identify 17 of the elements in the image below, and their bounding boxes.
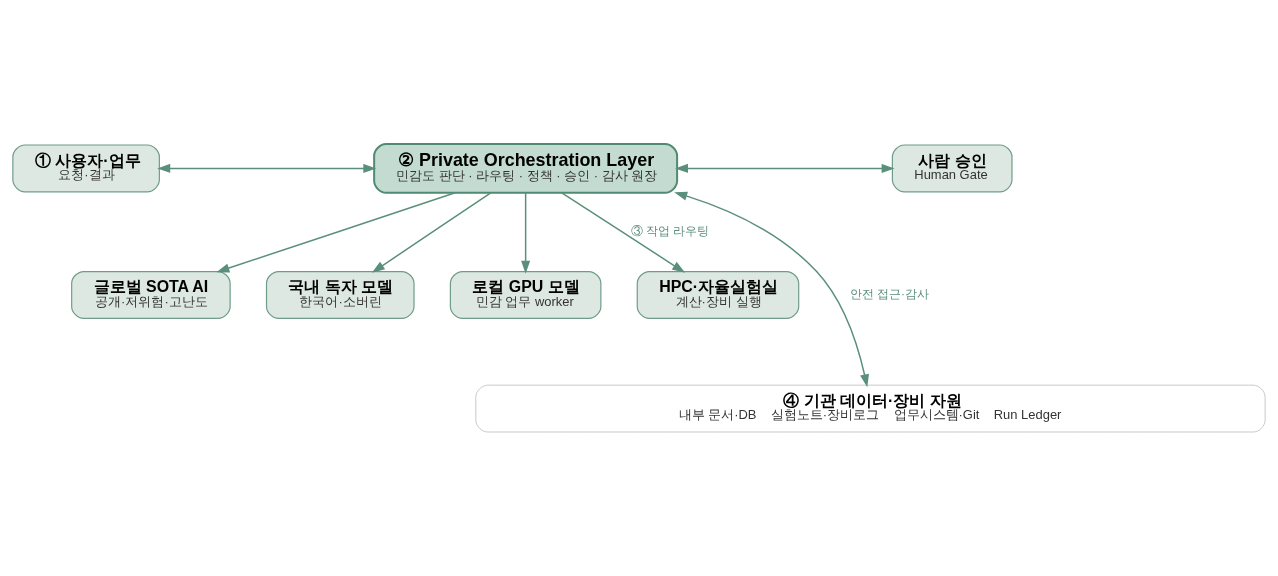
arrow	[675, 163, 895, 173]
node-box: 로컬 GPU 모델 민감 업무 worker	[449, 270, 602, 319]
arrow	[674, 191, 869, 388]
edge-label: ③ 작업 라우팅	[630, 224, 710, 239]
node-box: ① 사용자·업무 요청·결과	[12, 144, 160, 193]
node-box: 사람 승인 Human Gate	[891, 144, 1013, 193]
arrow	[521, 192, 531, 274]
node-box: ② Private Orchestration Layer 민감도 판단 · 라우팅 · 정책 · 승인 · 감사 원장	[373, 143, 679, 194]
arrow	[216, 192, 456, 273]
arrow	[157, 163, 377, 173]
arrow	[371, 192, 492, 273]
node-box: 글로벌 SOTA AI 공개·저위험·고난도	[71, 270, 231, 319]
node-box: ④ 기관 데이터·장비 자원 내부 문서·DB 실험노트·장비로그 업무시스템·Git Run Ledger	[475, 384, 1266, 433]
node-box: HPC·자율실험실 계산·장비 실행	[636, 270, 800, 319]
edge-label: 안전 접근·감사	[849, 287, 930, 302]
arrow	[561, 192, 686, 273]
node-box: 국내 독자 모델 한국어·소버린	[265, 270, 415, 319]
